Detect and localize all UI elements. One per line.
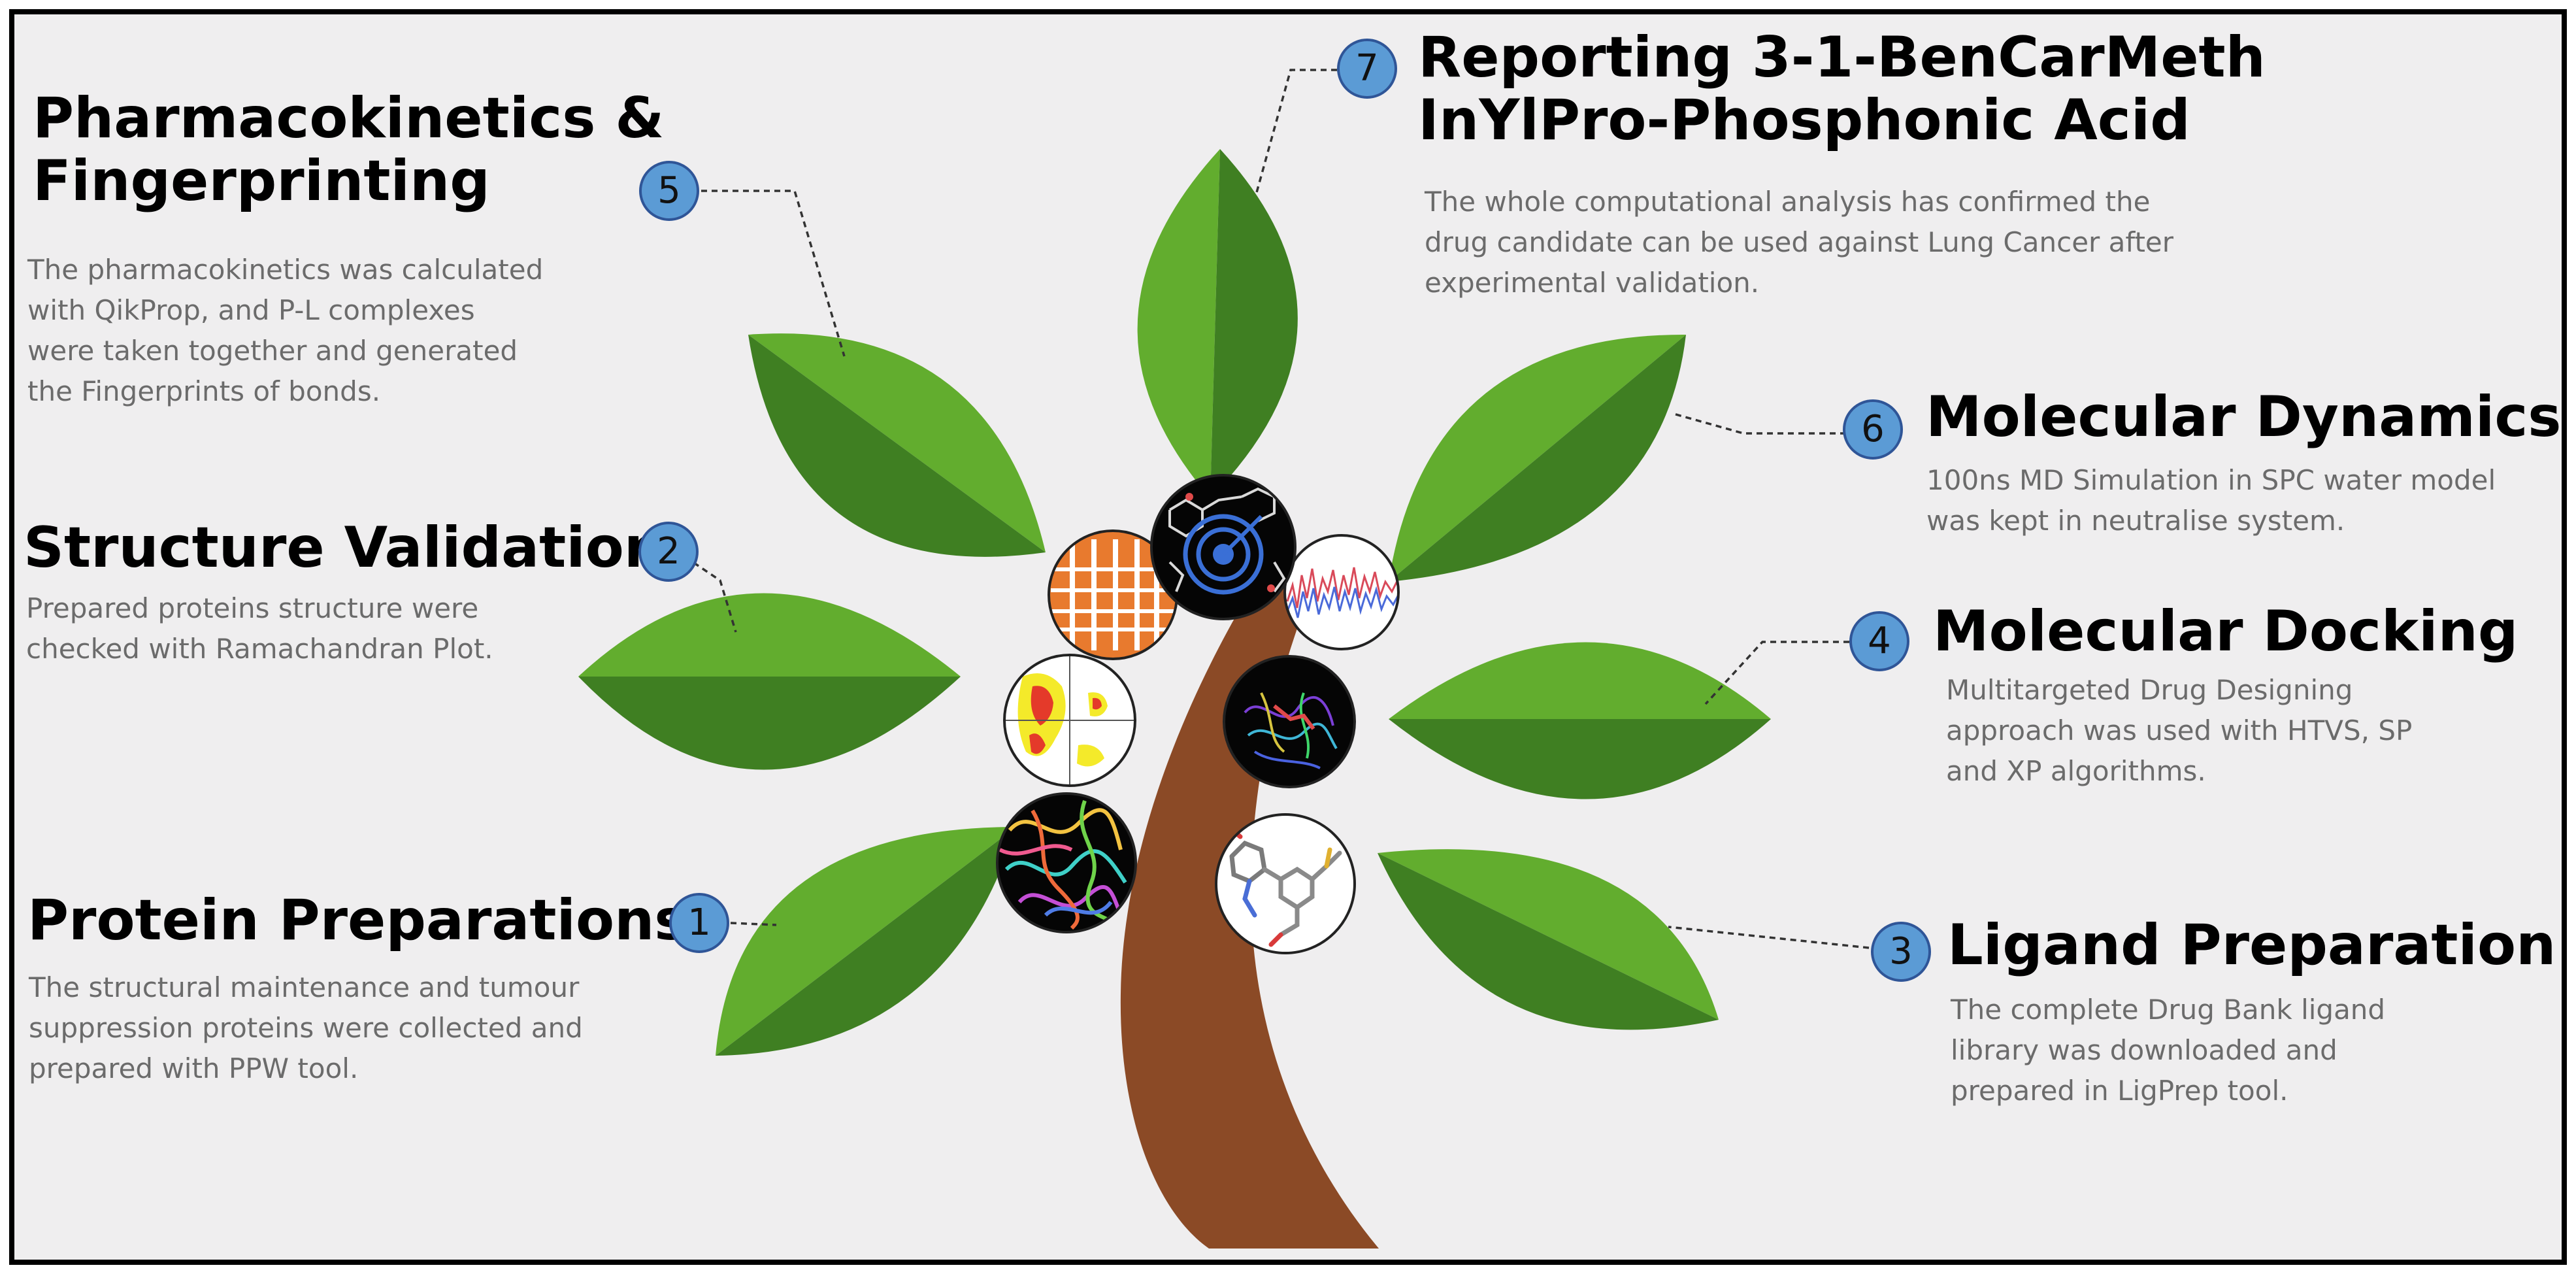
step-6-description: 100ns MD Simulation in SPC water model w… xyxy=(1926,464,2496,537)
step-1-number-badge: 1 xyxy=(669,893,729,953)
step-6-number-badge: 6 xyxy=(1843,399,1903,460)
final-compound-thumbnail xyxy=(1150,474,1296,620)
leader-line-2 xyxy=(676,550,737,633)
leader-lines xyxy=(676,69,1870,949)
step-2-title: Structure Validation xyxy=(24,515,665,580)
leader-line-3 xyxy=(1668,926,1870,949)
step-3-number-badge: 3 xyxy=(1871,922,1931,982)
leaf-5 xyxy=(748,333,1046,557)
step-5-description: The pharmacokinetics was calculated with… xyxy=(27,254,544,407)
ligand-structure-thumbnail xyxy=(1215,813,1356,954)
leader-line-1 xyxy=(730,922,777,926)
step-5-number-badge: 5 xyxy=(639,161,699,221)
step-2-number-badge: 2 xyxy=(638,522,699,582)
leaf-2 xyxy=(578,593,961,770)
leader-line-7 xyxy=(1255,69,1347,195)
leaf-3 xyxy=(1378,849,1719,1030)
md-simulation-plot-thumbnail xyxy=(1283,534,1400,650)
fingerprint-grid-thumbnail xyxy=(1048,529,1178,660)
step-2-description: Prepared proteins structure were checked… xyxy=(26,592,493,665)
step-6-title: Molecular Dynamics xyxy=(1926,384,2562,450)
leader-line-4 xyxy=(1704,641,1849,705)
docking-complex-thumbnail xyxy=(1223,655,1356,788)
step-7-description: The whole computational analysis has con… xyxy=(1425,186,2174,299)
protein-structure-thumbnail xyxy=(996,792,1137,933)
step-4-number-badge: 4 xyxy=(1849,611,1909,671)
leader-line-6 xyxy=(1673,412,1846,435)
step-4-title: Molecular Docking xyxy=(1933,599,2518,664)
step-3-description: The complete Drug Bank ligand library wa… xyxy=(1951,994,2386,1107)
step-1-title: Protein Preparations xyxy=(27,888,688,953)
leaf-7 xyxy=(1137,149,1298,498)
leaf-4 xyxy=(1389,642,1771,799)
leaf-1 xyxy=(716,827,1016,1056)
leaf-6 xyxy=(1389,334,1686,582)
ramachandran-plot-thumbnail xyxy=(1003,654,1136,787)
step-7-number-badge: 7 xyxy=(1337,39,1397,99)
step-5-title: Pharmacokinetics & Fingerprinting xyxy=(33,86,665,214)
step-7-title: Reporting 3-1-BenCarMeth InYlPro-Phospho… xyxy=(1418,25,2266,154)
step-4-description: Multitargeted Drug Designing approach wa… xyxy=(1946,674,2413,787)
step-1-description: The structural maintenance and tumour su… xyxy=(29,971,583,1084)
step-3-title: Ligand Preparation xyxy=(1947,913,2556,978)
